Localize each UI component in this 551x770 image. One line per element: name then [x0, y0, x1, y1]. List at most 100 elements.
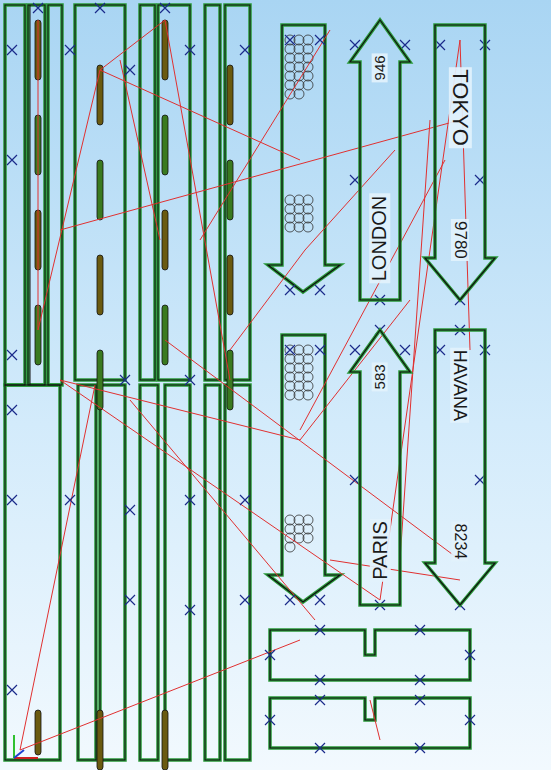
strip-outline	[205, 5, 220, 380]
strip-outline	[48, 5, 62, 385]
slot	[162, 305, 168, 365]
engrave-circle	[303, 53, 313, 63]
engrave-circle	[303, 533, 313, 543]
engrave-circle	[303, 213, 313, 223]
engrave-circle	[294, 204, 304, 214]
strip-part	[225, 385, 250, 760]
arrow-part: PARIS583	[350, 330, 410, 605]
strip-part	[205, 385, 220, 760]
arrow-edge	[425, 25, 495, 300]
engrave-circle	[303, 345, 313, 355]
point-marker	[7, 405, 17, 415]
slot	[97, 65, 103, 125]
point-marker	[415, 625, 425, 635]
point-marker	[65, 495, 75, 505]
point-marker	[315, 345, 325, 355]
engrave-circle	[303, 354, 313, 364]
engrave-circle	[303, 44, 313, 54]
strip-part	[158, 5, 190, 380]
engrave-circle	[294, 354, 304, 364]
strip-outline	[140, 5, 155, 380]
point-marker	[160, 3, 170, 13]
engrave-circle	[285, 35, 295, 45]
engrave-circle	[303, 363, 313, 373]
point-marker	[125, 505, 135, 515]
engrave-circle	[294, 515, 304, 525]
engrave-circle	[285, 524, 295, 534]
engrave-circle	[303, 204, 313, 214]
engrave-circle	[294, 44, 304, 54]
strip-part	[225, 5, 250, 380]
engrave-circle	[294, 213, 304, 223]
engrave-circle	[294, 372, 304, 382]
arrow-cut	[425, 330, 495, 605]
strip-part	[165, 385, 190, 760]
engraved-name: HAVANA	[451, 347, 470, 422]
point-marker	[33, 3, 43, 13]
engrave-circle	[285, 515, 295, 525]
engrave-circle	[303, 71, 313, 81]
arrow-part: LONDON946	[350, 20, 410, 300]
engraved-name: TOKYO	[448, 67, 471, 148]
strip-part	[28, 5, 45, 385]
slot	[227, 160, 233, 220]
engrave-circle	[285, 363, 295, 373]
point-marker	[240, 45, 250, 55]
point-marker	[285, 35, 295, 45]
strip-outline	[5, 5, 25, 385]
engrave-circle	[294, 53, 304, 63]
engrave-circle	[294, 524, 304, 534]
engrave-circle	[303, 524, 313, 534]
point-marker	[315, 625, 325, 635]
engrave-circle	[294, 381, 304, 391]
point-marker	[7, 685, 17, 695]
point-marker	[7, 495, 17, 505]
engrave-circle	[303, 80, 313, 90]
point-marker	[185, 45, 195, 55]
point-marker	[240, 495, 250, 505]
point-marker	[265, 715, 275, 725]
engraved-number: 946	[372, 53, 388, 82]
engrave-circle	[303, 515, 313, 525]
strip-part	[48, 5, 62, 385]
point-marker	[315, 675, 325, 685]
arrow-part: HAVANA 8234	[425, 330, 495, 605]
slot	[97, 350, 103, 410]
strip-outline	[158, 5, 190, 380]
engrave-circle	[294, 89, 304, 99]
point-marker	[315, 595, 325, 605]
engrave-circle	[303, 222, 313, 232]
engrave-circle	[285, 71, 295, 81]
strip-outline	[100, 385, 125, 760]
engrave-circle	[285, 195, 295, 205]
engrave-circle	[303, 372, 313, 382]
engrave-circle	[294, 390, 304, 400]
arrow-edge	[350, 20, 410, 300]
slot	[97, 160, 103, 220]
strip-part	[78, 385, 96, 760]
point-marker	[350, 345, 360, 355]
engrave-circle	[294, 195, 304, 205]
point-marker	[125, 595, 135, 605]
point-marker	[315, 35, 325, 45]
arrow-cut	[425, 25, 495, 300]
strip-outline	[28, 5, 45, 385]
engrave-circle	[285, 44, 295, 54]
point-marker	[7, 350, 17, 360]
slot	[162, 115, 168, 175]
point-marker	[185, 495, 195, 505]
point-marker	[185, 375, 195, 385]
arrow-edge	[425, 330, 495, 605]
engraved-number: 8234	[452, 522, 469, 562]
point-marker	[415, 695, 425, 705]
point-marker	[415, 743, 425, 753]
point-marker	[465, 650, 475, 660]
point-marker	[95, 3, 105, 13]
strip-outline	[205, 385, 220, 760]
engrave-circle	[285, 345, 295, 355]
arrow-cut	[350, 20, 410, 300]
point-marker	[285, 345, 295, 355]
slot	[162, 210, 168, 270]
point-marker	[65, 45, 75, 55]
engraved-number: 583	[372, 362, 388, 391]
